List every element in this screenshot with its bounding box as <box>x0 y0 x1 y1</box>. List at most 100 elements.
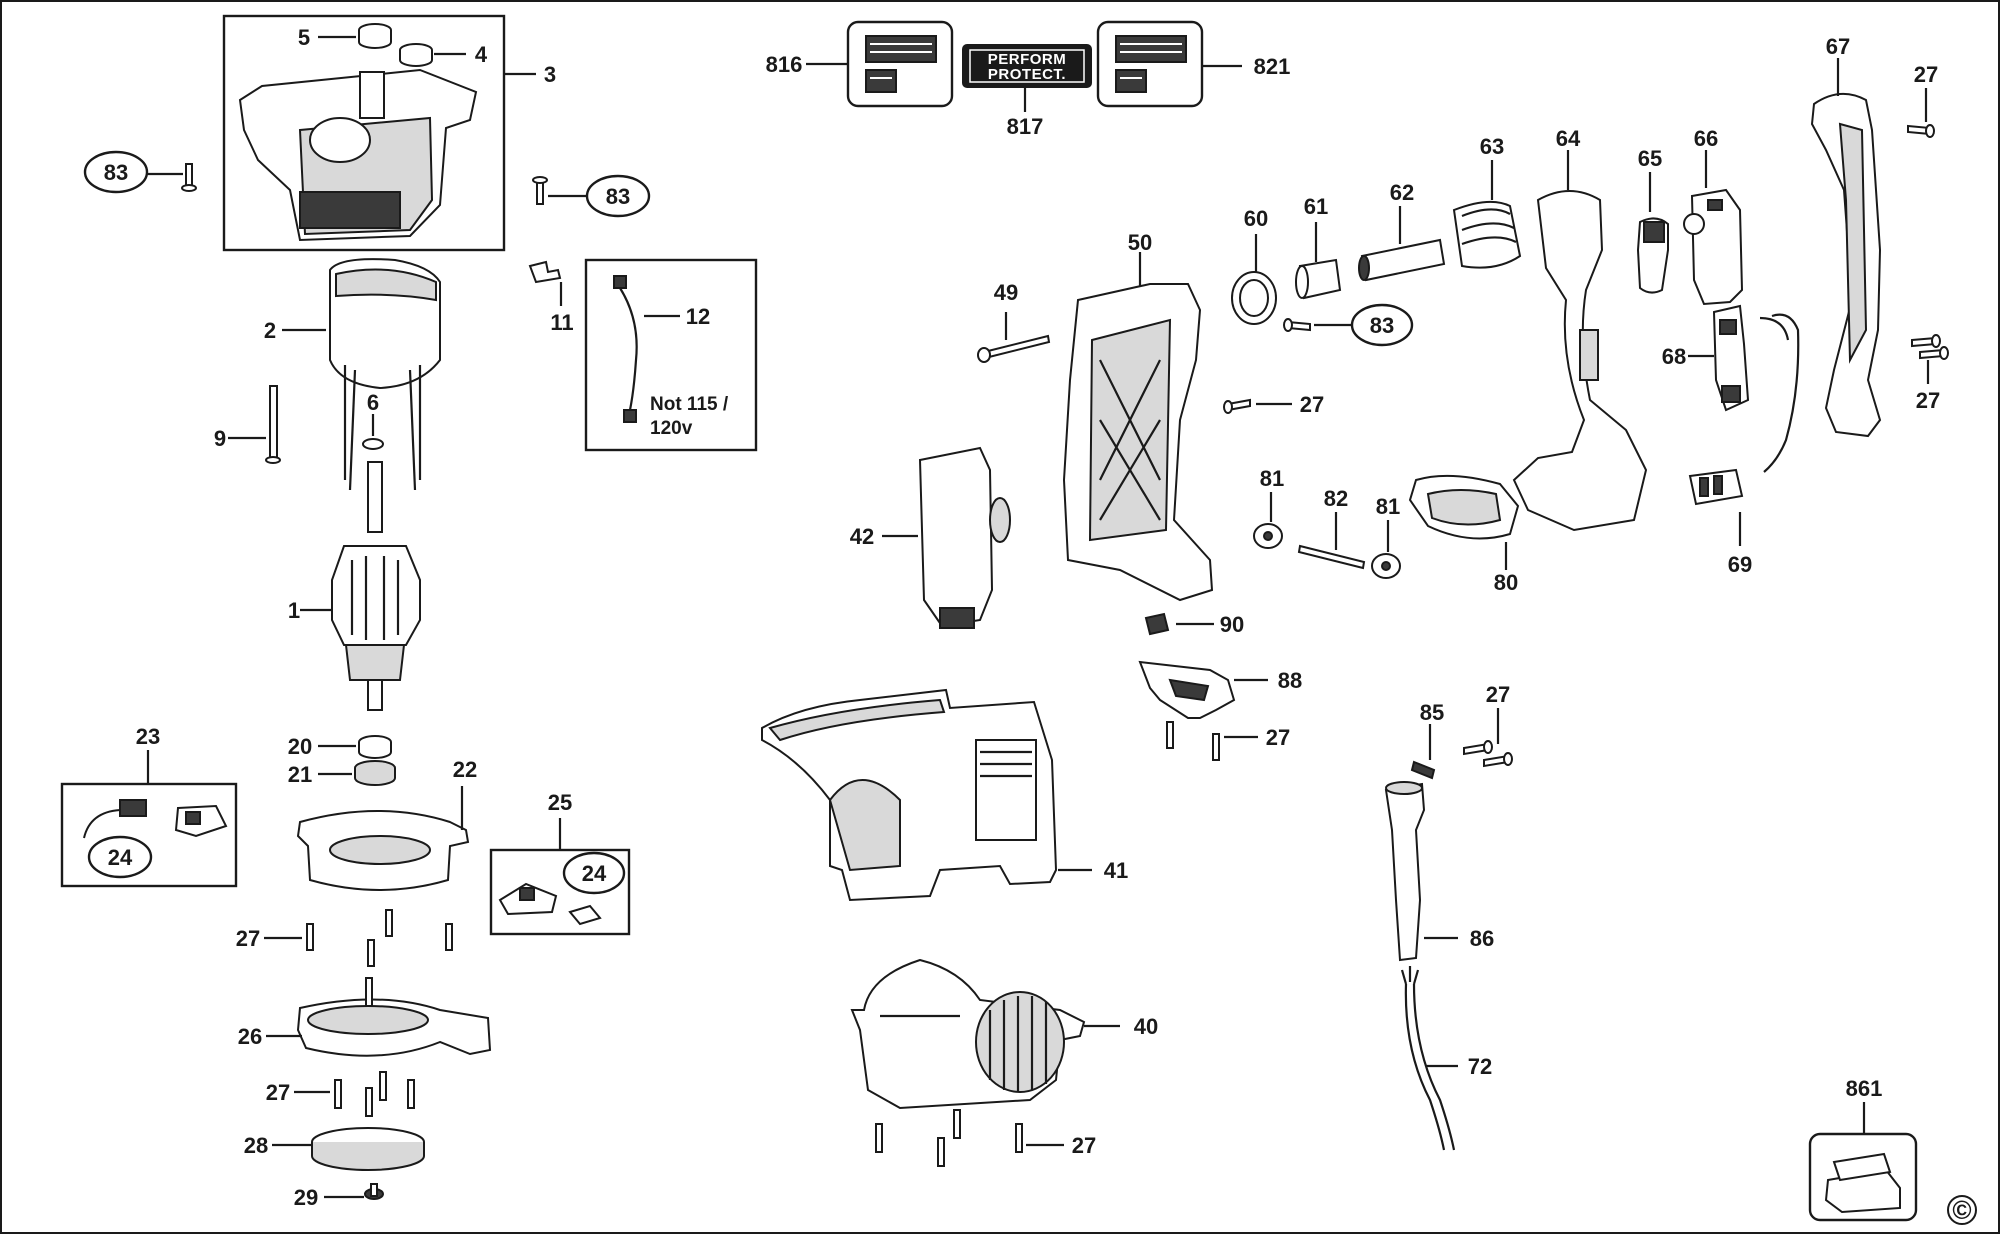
part-50-housing-half <box>1062 283 1214 602</box>
label-64: 64 <box>1556 126 1581 151</box>
label-6: 6 <box>367 390 379 415</box>
label-72: 72 <box>1468 1054 1492 1079</box>
part-81-ring-left <box>1253 523 1283 549</box>
part-27-screw-housing <box>1223 398 1251 414</box>
label-69: 69 <box>1728 552 1752 577</box>
part-12-wire <box>613 275 638 423</box>
copyright-symbol: © <box>1952 1195 1971 1225</box>
part-4-bearing <box>399 43 433 67</box>
label-27-d: 27 <box>1266 725 1290 750</box>
label-27-c: 27 <box>1300 392 1324 417</box>
part-60-spring <box>1231 271 1277 325</box>
part-41-gear-housing <box>761 688 1058 902</box>
label-90: 90 <box>1220 612 1244 637</box>
part-72-power-cord <box>1400 966 1456 1151</box>
part-5-bearing <box>358 23 392 49</box>
label-4: 4 <box>475 42 488 67</box>
label-5: 5 <box>298 25 310 50</box>
label-50: 50 <box>1128 230 1152 255</box>
part-1-armature <box>331 461 421 711</box>
part-81-ring-right <box>1371 553 1401 579</box>
part-22-brush-ring <box>296 810 470 891</box>
part-27-screws-lower <box>334 1071 415 1117</box>
label-41: 41 <box>1104 858 1128 883</box>
part-9-long-screw <box>265 385 281 464</box>
label-9: 9 <box>214 426 226 451</box>
part-26-end-cap <box>296 977 492 1057</box>
label-25: 25 <box>548 790 572 815</box>
label-27-a: 27 <box>236 926 260 951</box>
part-40-gear-cover <box>850 958 1086 1110</box>
callout-24-left <box>87 835 153 879</box>
part-2-stator <box>329 258 441 491</box>
part-63-bellows <box>1452 200 1522 269</box>
label-11: 11 <box>550 310 573 335</box>
box-part-12 <box>584 258 758 452</box>
label-49: 49 <box>994 280 1018 305</box>
label-861: 861 <box>1846 1076 1883 1101</box>
label-83-left: 83 <box>104 160 128 185</box>
label-81-right: 81 <box>1376 494 1400 519</box>
part-88-cover <box>1138 660 1236 719</box>
note-voltage-line1: Not 115 / <box>650 394 729 415</box>
callout-83-left <box>83 150 149 194</box>
label-68: 68 <box>1662 344 1686 369</box>
label-1: 1 <box>288 598 300 623</box>
part-62-cylinder <box>1358 238 1446 282</box>
note-voltage-line2: 120v <box>650 418 693 439</box>
label-83-center: 83 <box>606 184 630 209</box>
part-11-clip <box>528 260 562 284</box>
label-27-b: 27 <box>266 1080 290 1105</box>
part-28-fan-ring <box>311 1127 425 1171</box>
part-85-small-nut <box>1410 760 1436 780</box>
label-27-g: 27 <box>1916 388 1940 413</box>
label-62: 62 <box>1390 180 1414 205</box>
part-21-bearing <box>354 760 396 786</box>
part-67-rear-handle <box>1810 93 1882 438</box>
part-817-brand-label: PERFORM PROTECT. <box>962 44 1092 88</box>
box-part-23 <box>60 782 238 888</box>
label-83-right: 83 <box>1370 313 1394 338</box>
part-66-switch <box>1683 188 1744 306</box>
label-61: 61 <box>1304 194 1328 219</box>
label-85: 85 <box>1420 700 1444 725</box>
part-83-screw-right <box>1283 318 1311 332</box>
part-42-switch-module <box>918 446 1011 629</box>
part-68-module <box>1712 304 1750 412</box>
part-83-screw-left <box>181 163 197 192</box>
label-27-f: 27 <box>1914 62 1938 87</box>
label-86: 86 <box>1470 926 1494 951</box>
label-27-e: 27 <box>1072 1133 1096 1158</box>
part-27-screws-85 <box>1463 740 1513 768</box>
label-88: 88 <box>1278 668 1302 693</box>
part-29-screw <box>364 1183 384 1200</box>
brand-line-1: PERFORM <box>988 51 1067 68</box>
label-27-h: 27 <box>1486 682 1510 707</box>
part-861-carry-case <box>1808 1132 1918 1222</box>
label-65: 65 <box>1638 146 1662 171</box>
label-29: 29 <box>294 1185 318 1210</box>
label-82: 82 <box>1324 486 1348 511</box>
callout-24-right <box>562 851 626 895</box>
box-part-3 <box>222 14 506 252</box>
label-28: 28 <box>244 1133 268 1158</box>
callout-83-right <box>1350 303 1414 347</box>
label-821: 821 <box>1254 54 1291 79</box>
label-24-right: 24 <box>582 861 607 886</box>
part-64-handle-body <box>1512 190 1648 532</box>
brand-line-2: PROTECT. <box>988 66 1066 83</box>
part-6-washer <box>362 438 384 450</box>
label-20: 20 <box>288 734 312 759</box>
part-27-screws-40 <box>875 1109 1023 1167</box>
label-80: 80 <box>1494 570 1518 595</box>
part-86-cord-guard <box>1384 781 1426 962</box>
part-27-screws-88 <box>1166 721 1220 761</box>
label-63: 63 <box>1480 134 1504 159</box>
part-80-grip-insert <box>1408 474 1520 540</box>
label-66: 66 <box>1694 126 1718 151</box>
part-49-long-screw <box>977 334 1051 363</box>
label-817: 817 <box>1007 114 1044 139</box>
